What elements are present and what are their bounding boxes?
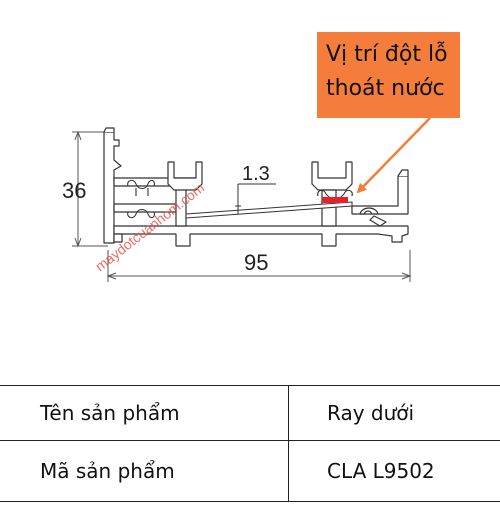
table-row: Mã sản phẩm CLA L9502: [0, 441, 500, 502]
product-code-value: CLA L9502: [289, 441, 500, 502]
callout-line-2: thoát nước: [326, 72, 460, 106]
thickness-label: 1.3: [242, 163, 270, 185]
drain-hole-marker: [322, 197, 348, 203]
table-row: Tên sản phẩm Ray dưới: [0, 386, 500, 441]
product-code-label: Mã sản phẩm: [0, 441, 289, 502]
height-dimension-label: 36: [62, 178, 86, 203]
product-name-value: Ray dưới: [289, 386, 500, 441]
callout-line-1: Vị trí đột lỗ: [326, 38, 460, 72]
callout-arrow: [358, 118, 430, 192]
product-name-label: Tên sản phẩm: [0, 386, 289, 441]
product-spec-table: Tên sản phẩm Ray dưới Mã sản phẩm CLA L9…: [0, 385, 500, 502]
drain-hole-callout: Vị trí đột lỗ thoát nước: [317, 32, 460, 118]
width-dimension-label: 95: [244, 250, 268, 275]
